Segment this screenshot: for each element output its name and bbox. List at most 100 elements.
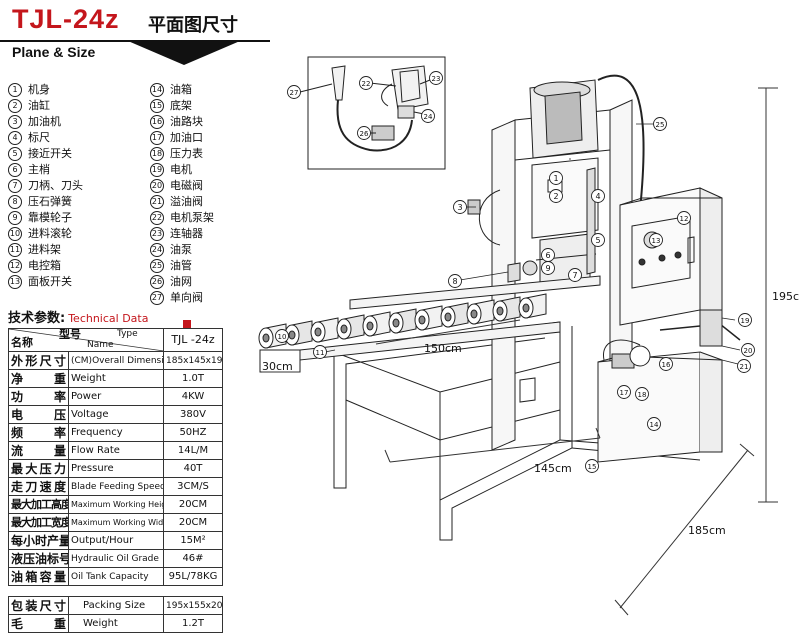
header-type-cn: 型号 (59, 328, 81, 341)
feed-roller (492, 296, 521, 322)
roller-hub (340, 324, 348, 334)
callout-circle (659, 357, 673, 371)
callout-circle (448, 274, 462, 288)
crossbeam-mid (514, 149, 611, 161)
feed-roller (388, 308, 417, 334)
callout-number: 5 (595, 236, 600, 245)
callout-number: 19 (741, 317, 750, 325)
callout-17: 17 (617, 385, 631, 399)
feed-roller (336, 314, 365, 340)
dim-feed-label: 150cm (424, 342, 462, 355)
callout-circle (738, 313, 752, 327)
callout-circle (275, 329, 289, 343)
callout-number: 10 (278, 333, 287, 341)
pump-detail-inset (299, 56, 446, 170)
callout-14: 14 (647, 417, 661, 431)
pressing-spring (507, 262, 521, 283)
tech-data-title: 技术参数:Technical Data (8, 311, 149, 326)
roller-hub (522, 303, 530, 313)
callout-24: 24 (421, 109, 435, 123)
diagonal-header-cell: 型号 Type 名称 Name (8, 328, 164, 352)
feed-roller (414, 305, 443, 331)
callout-circle (677, 211, 691, 225)
tech-spec-table: 型号 Type 名称 Name TJL -24z 外形尺寸(CM)Overall… (8, 328, 223, 586)
dim-height-label: 195cm (772, 290, 800, 303)
callout-21: 21 (737, 359, 751, 373)
callout-circle (357, 126, 371, 140)
dim-feed-line (375, 319, 521, 345)
callout-number: 1 (553, 174, 558, 183)
callout-9: 9 (541, 261, 555, 275)
callout-number: 12 (680, 215, 689, 223)
callout-10: 10 (275, 329, 289, 343)
callout-number: 24 (424, 113, 433, 121)
page-title-cn: 平面图尺寸 (148, 15, 238, 36)
callout-3: 3 (453, 200, 467, 214)
callout-circle (647, 417, 661, 431)
dimension-labels: 195cm 145cm 185cm 150cm 30cm (262, 290, 800, 537)
callout-22: 22 (359, 76, 373, 90)
callout-circle (649, 233, 663, 247)
header-type-en: Type (117, 329, 138, 340)
callout-circle (653, 117, 667, 131)
callout-25: 25 (653, 117, 667, 131)
callout-number: 11 (316, 349, 325, 357)
callout-circle (541, 261, 555, 275)
roller-hub (392, 318, 400, 328)
callout-23: 23 (429, 71, 443, 85)
callout-number: 3 (457, 203, 462, 212)
frame-leg-front (333, 321, 573, 541)
callout-number: 18 (638, 391, 647, 399)
motor (699, 309, 723, 347)
dim-depth-label: 185cm (688, 524, 726, 537)
control-box-top (619, 197, 722, 206)
inset-frame (307, 56, 446, 170)
callout-number: 25 (656, 121, 665, 129)
callout-2: 2 (549, 189, 563, 203)
oiler-pipe (478, 189, 501, 246)
callout-circle (591, 233, 605, 247)
callout-circle (287, 85, 301, 99)
callout-circle (429, 71, 443, 85)
main-ram (531, 157, 599, 239)
panel-switch-1 (638, 258, 646, 266)
foot-pedal (519, 377, 536, 403)
callout-27: 27 (287, 85, 301, 99)
callout-number: 9 (545, 264, 550, 273)
feed-rollers (258, 293, 547, 349)
callout-1: 1 (549, 171, 563, 185)
callout-number: 7 (572, 271, 577, 280)
callout-circle (549, 189, 563, 203)
callout-8: 8 (448, 274, 462, 288)
roller-hub (314, 327, 322, 337)
callout-circle (568, 268, 582, 282)
valve-block (603, 339, 641, 361)
callout-4: 4 (591, 189, 605, 203)
bracket-window (399, 69, 421, 103)
feed-roller (466, 299, 495, 325)
header-name-en: Name (87, 340, 114, 350)
callout-circle (549, 171, 563, 185)
callout-number: 15 (588, 463, 597, 471)
feed-rack (259, 275, 601, 373)
callout-15: 15 (585, 459, 599, 473)
